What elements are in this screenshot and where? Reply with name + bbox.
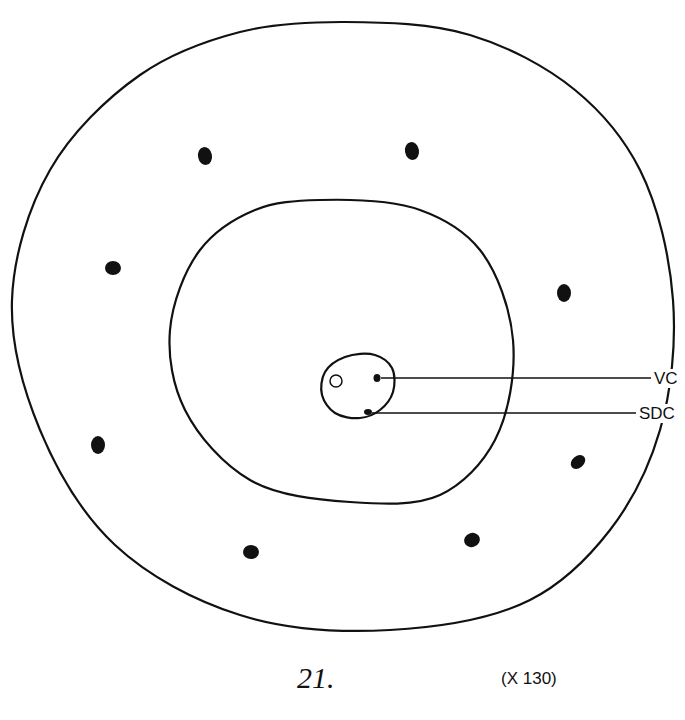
leader-line — [381, 377, 651, 378]
vascular-bundle — [568, 452, 588, 471]
magnification-note: (X 130) — [500, 669, 558, 688]
leader-line — [372, 412, 636, 413]
figure-number: 21. — [296, 662, 336, 694]
vascular-bundle — [404, 141, 421, 161]
vascular-bundle — [243, 545, 259, 559]
outer-boundary — [12, 22, 674, 631]
part-label: VC — [653, 369, 679, 388]
part-label: SDC — [638, 404, 676, 423]
vascular-bundle — [91, 436, 105, 454]
inner-boundary — [169, 200, 513, 504]
central-core — [321, 354, 394, 418]
sdc-dot — [364, 409, 372, 415]
vc-dot — [374, 374, 381, 382]
central-cell — [330, 375, 342, 387]
vascular-bundle — [462, 531, 482, 550]
vascular-bundle — [557, 284, 571, 302]
vascular-bundle — [197, 146, 214, 166]
vascular-bundle — [105, 261, 121, 275]
